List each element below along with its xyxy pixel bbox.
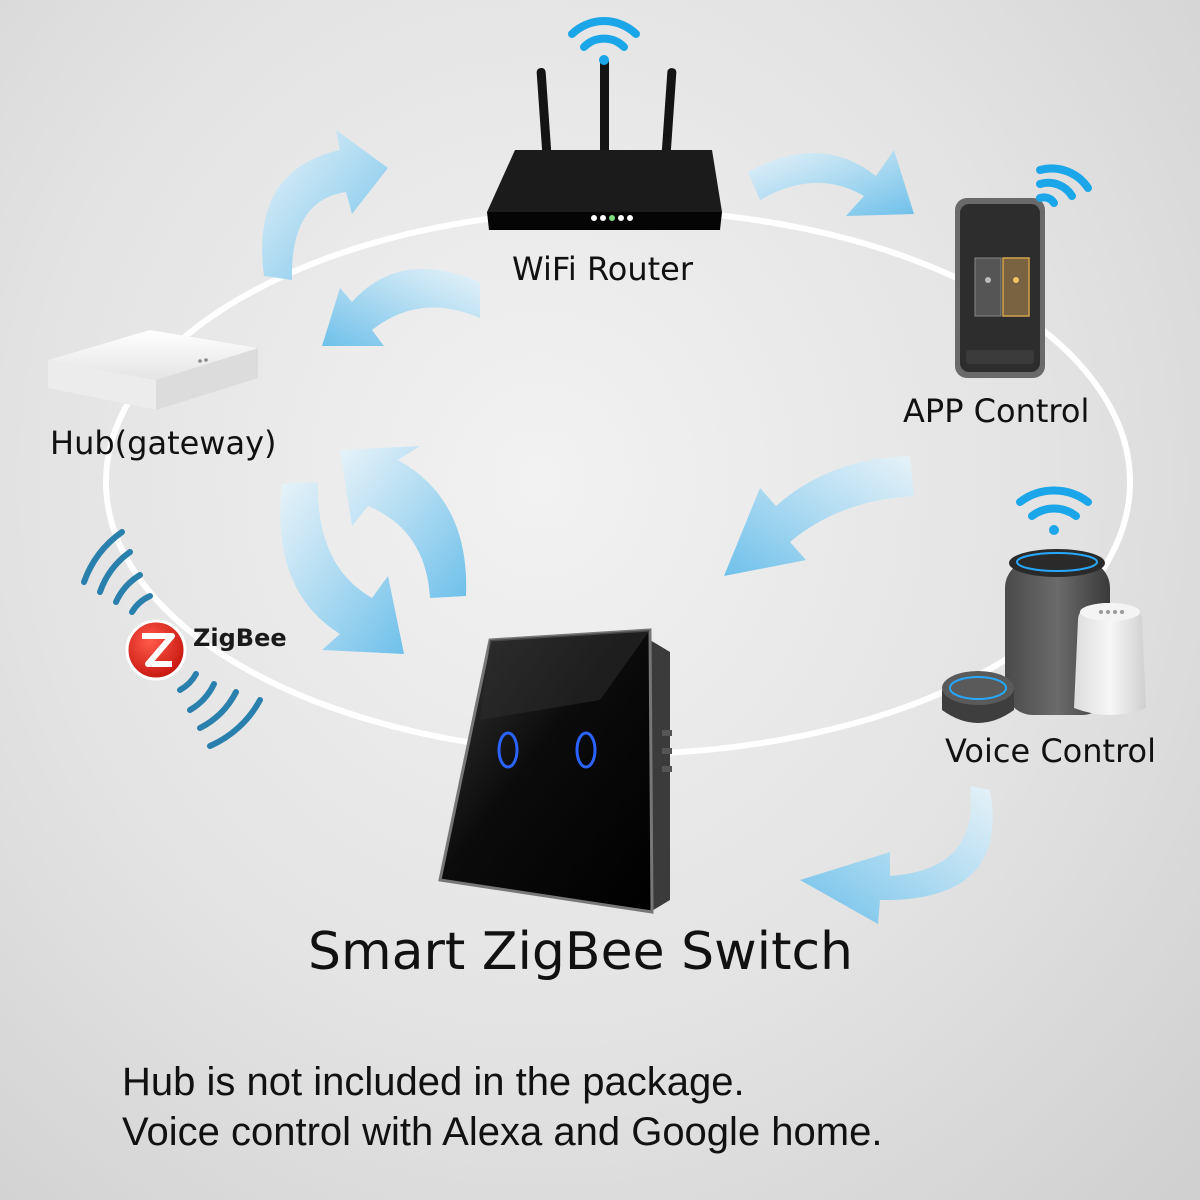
touch-switch-icon [438,628,672,914]
voice-control-label: Voice Control [945,732,1156,770]
arrow-icon [280,482,404,654]
hub-label: Hub(gateway) [50,424,277,462]
package-note: Hub is not included in the package. [122,1060,745,1104]
product-title: Smart ZigBee Switch [308,922,854,982]
wifi-icon [1036,164,1092,207]
arrow-icon [724,456,914,576]
signal-waves-icon [81,529,263,749]
arrow-icon [340,446,467,598]
hub-icon [48,330,258,410]
smartphone-icon [955,198,1045,378]
wifi-icon [568,17,640,65]
router-label: WiFi Router [512,250,694,288]
router-icon [487,58,722,230]
voice-note: Voice control with Alexa and Google home… [122,1110,883,1154]
arrow-icon [262,130,388,280]
zigbee-label: ZigBee [193,624,287,652]
arrow-icon [322,268,480,346]
smart-speaker-icon [942,671,1014,723]
smart-speaker-icon [1074,603,1146,715]
wifi-icon [1016,486,1092,535]
arrow-icon [748,150,914,216]
app-control-label: APP Control [903,392,1090,430]
arrow-icon [800,786,993,924]
zigbee-logo-icon [125,619,187,681]
